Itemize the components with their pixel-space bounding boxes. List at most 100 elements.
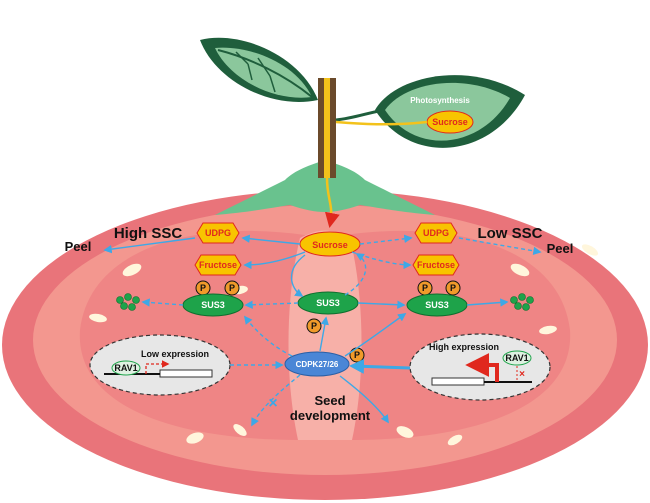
arrow-left-udpg-to-peel — [103, 237, 196, 254]
center-phospho: P — [306, 318, 322, 334]
central-column — [288, 230, 362, 440]
stem-bark-right — [330, 78, 336, 178]
cdpk-phospho: P — [349, 347, 365, 363]
phospho-circle — [306, 318, 322, 334]
right-promoter-title: High expression — [429, 342, 499, 352]
right-udpg-label: UDPG — [423, 228, 449, 238]
seed — [186, 432, 204, 444]
arrow-sucrose-to-center-sus3-left — [290, 254, 306, 297]
phospho-circle — [224, 280, 240, 296]
granule — [116, 296, 124, 304]
arrow-center-to-right-sus3 — [357, 300, 406, 309]
granule — [514, 302, 522, 310]
right-rav1-oval — [502, 350, 532, 366]
left-leaf-inner — [215, 47, 312, 98]
left-leaf-midrib — [217, 49, 313, 98]
left-promoter-title: Low expression — [141, 349, 209, 359]
left-leaf — [200, 37, 318, 102]
cdpk-oval — [284, 351, 350, 377]
center-sucrose-label: Sucrose — [312, 240, 348, 250]
arrow-center-to-left-sus3 — [244, 300, 299, 309]
seed — [539, 325, 557, 335]
right-phospho-2: P — [445, 280, 461, 296]
granule — [124, 293, 132, 301]
arrow-right-promoter-to-cdpk — [349, 358, 411, 374]
left-fructose-label: Fructose — [199, 260, 237, 270]
arrow-cdpk-to-left-sus3 — [243, 315, 293, 357]
stem-bark-left — [318, 78, 324, 178]
seed — [233, 424, 247, 436]
arrow-right-sus3-to-granules — [466, 298, 509, 307]
cdpk-label: CDPK27/26 — [296, 360, 339, 369]
phospho-label: P — [200, 283, 206, 293]
seed — [581, 244, 599, 256]
left-udpg-hexagon — [196, 222, 240, 244]
tomato-seeds — [89, 244, 599, 446]
seed — [122, 263, 142, 277]
stem-phloem — [324, 78, 330, 178]
left-fructose-hexagon — [194, 254, 242, 276]
seed — [447, 434, 463, 446]
phospho-label: P — [422, 283, 428, 293]
right-phospho-1: P — [417, 280, 433, 296]
left-phospho-1: P — [195, 280, 211, 296]
stem — [318, 78, 336, 178]
arrow-sucrose-to-right-udpg — [359, 234, 413, 245]
right-udpg-node: UDPG — [414, 222, 458, 244]
left-peel-label: Peel — [65, 239, 92, 254]
right-high-transcription-arrow — [465, 353, 499, 382]
right-gene-body — [431, 377, 485, 386]
granule — [120, 302, 128, 310]
right-fructose-node: Fructose — [412, 254, 460, 276]
right-udpg-hexagon — [414, 222, 458, 244]
phloem-to-fruit-line — [324, 177, 340, 228]
right-rav1-label: RAV1 — [505, 353, 528, 363]
arrow-sucrose-to-left-udpg — [241, 234, 301, 245]
pathway-arrows — [103, 234, 542, 427]
granule — [128, 303, 136, 311]
arrow-cdpk-to-seed-right — [339, 375, 389, 424]
right-sus3-node: SUS3 — [406, 293, 468, 317]
arrow-cdpk-to-center-sus3 — [319, 316, 329, 352]
granule — [526, 296, 534, 304]
arrow-center-sus3-to-sucrose-right — [344, 253, 367, 296]
seed-blocked-x-icon: × — [268, 395, 277, 412]
left-rav1-oval — [111, 360, 141, 376]
left-promoter-box: Low expression RAV1 — [89, 334, 231, 396]
left-fructose-node: Fructose — [194, 254, 242, 276]
phospho-label: P — [311, 321, 317, 331]
seed — [396, 426, 414, 438]
left-udpg-node: UDPG — [196, 222, 240, 244]
high-ssc-label: High SSC — [114, 225, 183, 242]
photosynthesis-label: Photosynthesis — [410, 96, 470, 105]
phospho-label: P — [229, 283, 235, 293]
low-ssc-label: Low SSC — [477, 225, 542, 242]
right-sus3-label: SUS3 — [425, 300, 449, 310]
granule — [522, 303, 530, 311]
granule — [510, 296, 518, 304]
leaf-sucrose-label: Sucrose — [432, 117, 468, 127]
center-sucrose-node: Sucrose — [299, 231, 361, 257]
arrow-cdpk-to-right-sus3 — [344, 313, 407, 357]
left-low-transcription-arrow — [145, 360, 170, 374]
left-rav1-label: RAV1 — [114, 363, 137, 373]
center-sus3-node: SUS3 — [297, 291, 359, 315]
granule — [132, 296, 140, 304]
right-leaf — [335, 75, 525, 148]
left-phospho-2: P — [224, 280, 240, 296]
left-promoter-ellipse — [89, 334, 231, 396]
phospho-label: P — [354, 350, 360, 360]
right-promoter-box: High expression RAV1 × — [409, 333, 551, 401]
right-peel-label: Peel — [547, 241, 574, 256]
left-sus3-label: SUS3 — [201, 300, 225, 310]
left-leaf-vein — [235, 51, 276, 93]
left-gene-body — [159, 369, 213, 378]
leaf-to-stem-sucrose-line — [335, 120, 428, 126]
leaf-sucrose-node: Sucrose — [426, 110, 474, 134]
phospho-circle — [445, 280, 461, 296]
seed — [510, 263, 530, 277]
right-fructose-hexagon — [412, 254, 460, 276]
arrow-sucrose-to-right-fructose — [351, 251, 412, 270]
sepals — [215, 160, 435, 215]
left-sus3-node: SUS3 — [182, 293, 244, 317]
